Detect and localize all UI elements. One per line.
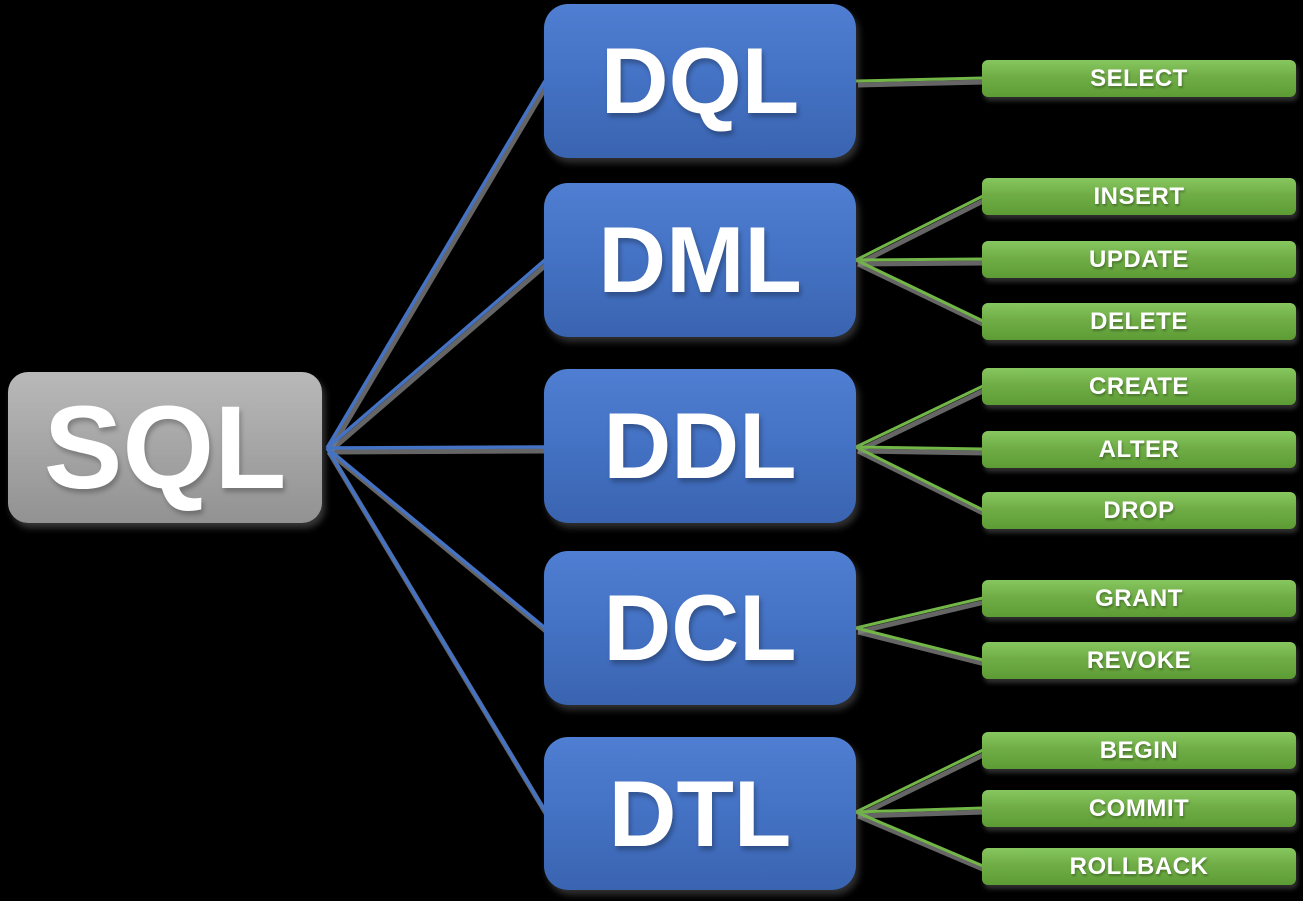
command-label-select: SELECT <box>1090 64 1188 92</box>
category-to-command-connectors <box>855 76 984 868</box>
command-node-alter: ALTER <box>982 431 1296 468</box>
category-node-dml: DML <box>544 183 856 337</box>
command-node-commit: COMMIT <box>982 790 1296 827</box>
category-node-dcl: DCL <box>544 551 856 705</box>
category-label-dcl: DCL <box>603 575 797 680</box>
command-node-begin: BEGIN <box>982 732 1296 769</box>
category-node-dtl: DTL <box>544 737 856 890</box>
category-node-dql: DQL <box>544 4 856 158</box>
sql-root-label: SQL <box>43 381 287 514</box>
category-label-ddl: DDL <box>603 393 797 498</box>
command-node-grant: GRANT <box>982 580 1296 617</box>
sql-root-node: SQL <box>8 372 322 523</box>
root-to-category-connectors <box>325 80 547 812</box>
command-node-delete: DELETE <box>982 303 1296 340</box>
connector-dql-select <box>855 76 984 83</box>
command-node-update: UPDATE <box>982 241 1296 278</box>
command-node-rollback: ROLLBACK <box>982 848 1296 885</box>
category-label-dml: DML <box>598 207 802 312</box>
connector-dtl-begin <box>855 748 984 814</box>
connector-sql-dml <box>325 258 547 450</box>
connector-sql-dcl <box>325 446 547 630</box>
command-label-commit: COMMIT <box>1088 794 1190 822</box>
command-label-update: UPDATE <box>1089 245 1189 273</box>
command-label-alter: ALTER <box>1098 435 1180 463</box>
command-label-grant: GRANT <box>1095 584 1183 612</box>
command-node-revoke: REVOKE <box>982 642 1296 679</box>
category-label-dql: DQL <box>600 28 800 133</box>
command-node-select: SELECT <box>982 60 1296 97</box>
category-label-dtl: DTL <box>608 760 792 866</box>
connector-dtl-rollback <box>855 810 984 868</box>
command-label-drop: DROP <box>1103 496 1175 524</box>
connector-dcl-revoke <box>855 626 984 662</box>
command-node-create: CREATE <box>982 368 1296 405</box>
connector-dcl-grant <box>855 596 984 630</box>
connector-dml-insert <box>855 194 984 262</box>
connector-ddl-create <box>855 384 984 449</box>
connector-sql-ddl <box>326 445 546 450</box>
command-label-delete: DELETE <box>1090 307 1188 335</box>
command-label-revoke: REVOKE <box>1086 646 1192 674</box>
command-node-drop: DROP <box>982 492 1296 529</box>
command-label-insert: INSERT <box>1093 182 1185 210</box>
connector-dml-delete <box>855 258 984 323</box>
connector-dml-update <box>855 257 984 262</box>
connector-ddl-alter <box>855 445 984 451</box>
command-label-create: CREATE <box>1089 372 1189 400</box>
command-node-insert: INSERT <box>982 178 1296 215</box>
category-node-ddl: DDL <box>544 369 856 523</box>
connector-dtl-commit <box>855 806 984 814</box>
command-label-begin: BEGIN <box>1099 736 1179 764</box>
connector-ddl-drop <box>855 445 984 512</box>
command-label-rollback: ROLLBACK <box>1069 852 1209 880</box>
connector-sql-dtl <box>325 447 547 812</box>
connector-sql-dql <box>325 80 547 449</box>
